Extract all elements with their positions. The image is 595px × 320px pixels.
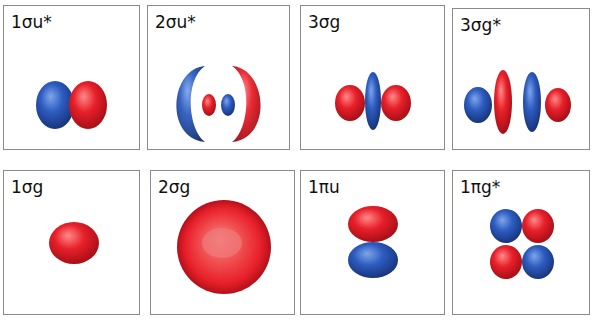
orbital-2sg [177,200,271,294]
orbital-label: 3σg [308,12,340,32]
orbital-panel: 2σu* [147,5,290,150]
orbital-panel: 3σg* [452,8,590,150]
orbital-label: 2σg [158,177,190,197]
orbital-1su-star [36,81,107,129]
orbital-panel: 1πu [300,170,445,315]
orbital-panel: 1σu* [3,5,140,150]
orbital-panel: 3σg [300,5,445,150]
orbital-1pg-star [490,209,554,279]
orbital-label: 1σg [11,177,43,197]
orbital-label: 3σg* [460,15,501,35]
orbital-label: 2σu* [155,12,196,32]
orbital-panel: 1πg* [452,170,590,315]
orbital-label: 1πu [308,177,340,197]
orbital-3sg-star [464,70,571,134]
orbital-panel: 2σg [150,170,295,315]
orbital-label: 1πg* [460,177,500,197]
orbital-label: 1σu* [11,12,52,32]
orbital-2su-star [176,66,260,142]
orbital-panel: 1σg [3,170,140,315]
orbital-1sg [49,222,99,264]
orbital-3sg [335,72,411,130]
orbital-1pu [348,206,398,278]
